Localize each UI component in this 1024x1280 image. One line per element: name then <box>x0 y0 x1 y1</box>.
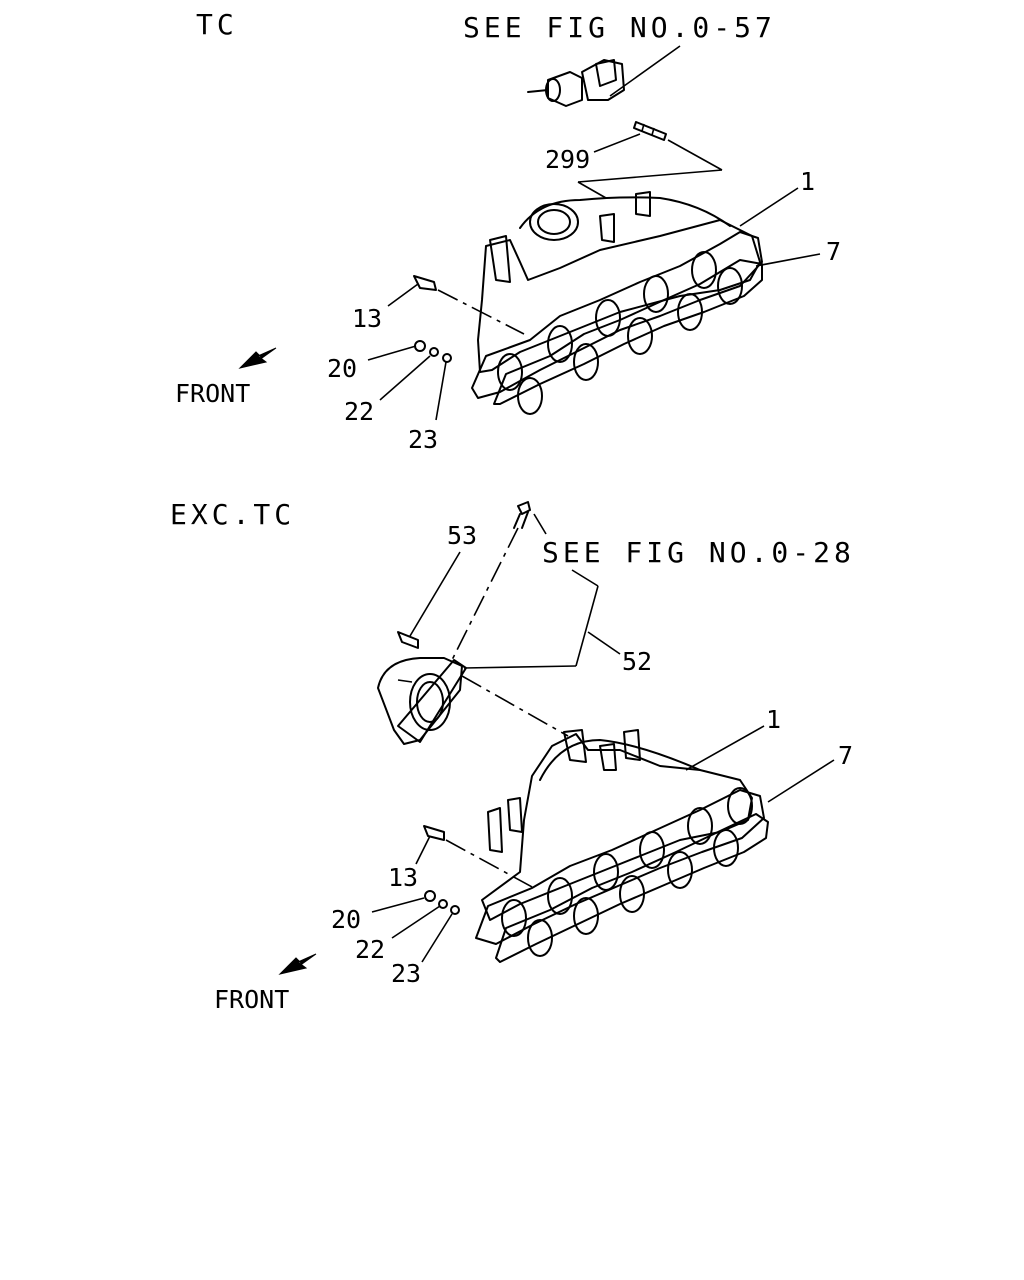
callout-20-exc-tc: 20 <box>331 905 361 934</box>
intake-manifold-tc-drawing <box>471 191 763 415</box>
leader-53 <box>409 551 461 637</box>
leader-20-tc <box>367 345 417 361</box>
callout-13-tc: 13 <box>352 304 382 333</box>
leader-1-exc-tc <box>685 725 765 771</box>
callout-7-exc-tc: 7 <box>838 741 853 770</box>
front-label-exc-tc: FRONT <box>214 985 289 1014</box>
see-fig-reference-exc-tc: SEE FIG NO.0-28 <box>542 536 855 569</box>
see-fig-reference-tc: SEE FIG NO.0-57 <box>463 11 776 44</box>
washer-23-tc <box>442 353 452 363</box>
front-label-tc: FRONT <box>175 379 250 408</box>
section-title-exc-tc: EXC.TC <box>170 498 295 531</box>
leader-23-exc-tc <box>421 913 453 963</box>
section-tc: TC SEE FIG NO.0-57 299 <box>175 8 841 454</box>
washer-22-tc <box>429 347 439 357</box>
leader-20-exc-tc <box>371 897 425 913</box>
callout-7-tc: 7 <box>826 237 841 266</box>
leader-stud-bracket-a <box>667 139 723 171</box>
callout-299: 299 <box>545 145 590 174</box>
section-exc-tc: EXC.TC SEE FIG NO.0-28 53 52 <box>170 498 855 1014</box>
front-arrow-icon-exc-tc <box>278 953 317 975</box>
leader-22-tc <box>379 355 431 401</box>
callout-22-exc-tc: 22 <box>355 935 385 964</box>
leader-52-bracket-b <box>463 665 577 669</box>
section-title-tc: TC <box>196 8 238 41</box>
long-bolt-drawing <box>451 501 531 661</box>
callout-20-tc: 20 <box>327 354 357 383</box>
nut-20-exc-tc <box>424 890 436 902</box>
callout-1-tc: 1 <box>800 167 815 196</box>
housing-52-drawing <box>377 657 569 745</box>
nut-20-tc <box>414 340 426 352</box>
washer-22-exc-tc <box>438 899 448 909</box>
leader-see-fig-exc-tc <box>533 513 547 535</box>
callout-13-exc-tc: 13 <box>388 863 418 892</box>
leader-23-tc <box>435 361 447 421</box>
leader-7-exc-tc <box>767 759 835 803</box>
callout-23-exc-tc: 23 <box>391 959 421 988</box>
callout-53: 53 <box>447 521 477 550</box>
callout-23-tc: 23 <box>408 425 438 454</box>
leader-stud-bracket-c <box>577 181 607 199</box>
leader-see-fig-tc <box>609 45 681 97</box>
leader-52-bracket-a <box>575 585 599 667</box>
bolt-13-exc-tc-drawing <box>423 825 535 889</box>
leader-stud-bracket-b <box>577 169 723 183</box>
leader-13-exc-tc <box>415 835 431 865</box>
intake-manifold-exc-tc-drawing <box>475 729 769 963</box>
callout-52: 52 <box>622 647 652 676</box>
callout-22-tc: 22 <box>344 397 374 426</box>
leader-299 <box>593 133 641 153</box>
bolt-13-tc-drawing <box>413 275 525 335</box>
leader-22-exc-tc <box>391 905 441 939</box>
bolt-53-drawing <box>397 631 419 649</box>
stud-299-drawing <box>633 121 667 141</box>
leader-13-tc <box>387 283 419 307</box>
leader-1-tc <box>739 187 799 227</box>
sensor-part-drawing <box>527 59 625 107</box>
washer-23-exc-tc <box>450 905 460 915</box>
callout-1-exc-tc: 1 <box>766 705 781 734</box>
leader-52-bracket-c <box>571 569 599 587</box>
front-arrow-icon-tc <box>238 347 277 369</box>
leader-52 <box>587 631 621 655</box>
leader-7-tc <box>755 253 821 267</box>
